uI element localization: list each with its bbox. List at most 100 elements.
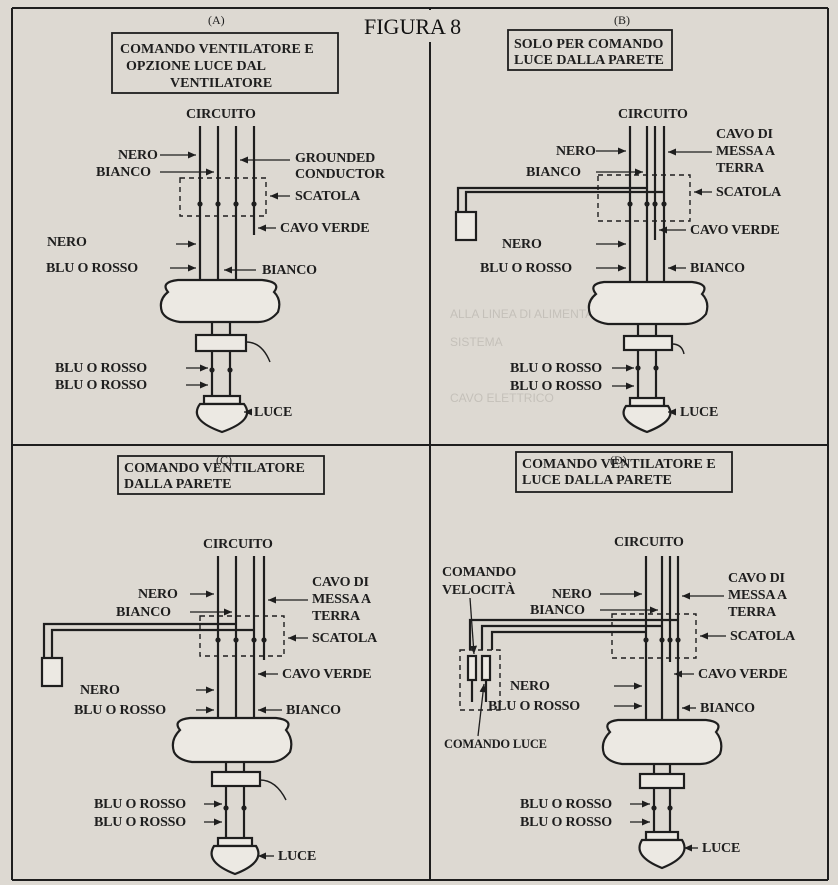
wire-label-black-2: NERO [80,683,120,698]
wire-label-conductor: CONDUCTOR [295,167,386,182]
light-wire-label-2: BLU O ROSSO [510,379,602,394]
speed-control-label-1: COMANDO [442,565,516,580]
light-label: LUCE [702,841,740,856]
panel-a-title-box [111,32,339,94]
ground-cable-line1: CAVO DI [728,571,785,586]
box-label: SCATOLA [716,185,782,200]
light-control-label: COMANDO LUCE [444,737,547,751]
circuit-label: CIRCUITO [618,107,688,122]
wire-label-blue-red: BLU O ROSSO [46,261,138,276]
light-bulb-d [638,838,686,870]
panel-d-letter: (D) [610,453,627,467]
panel-d-title-line1: COMANDO VENTILATORE E [522,457,716,472]
wall-control-box-d [459,649,501,711]
ground-label: CAVO VERDE [280,221,369,236]
panel-d: (D) COMANDO VENTILATORE E LUCE DALLA PAR… [442,451,796,870]
junction-box-d [611,613,697,659]
ground-cable-line2: MESSA A [728,588,788,603]
light-wire-label-1: BLU O ROSSO [510,361,602,376]
bleed-line: SISTEMA [450,335,503,349]
light-wire-label-1: BLU O ROSSO [94,797,186,812]
light-bulb-c [210,844,260,876]
wire-label-white-2: BIANCO [286,703,341,718]
wire-label-blue-red: BLU O ROSSO [480,261,572,276]
bleed-line: CAVO ELETTRICO [450,391,554,405]
wire-label-white: BIANCO [530,603,585,618]
wire-label-black: NERO [556,144,596,159]
junction-box-c [199,615,285,657]
box-label: SCATOLA [730,629,796,644]
wire-label-black-2: NERO [510,679,550,694]
panel-b-title-line2: LUCE DALLA PARETE [514,53,664,68]
light-wire-label-1: BLU O ROSSO [55,361,147,376]
light-wire-label-2: BLU O ROSSO [520,815,612,830]
green-cable-label: CAVO VERDE [690,223,779,238]
panel-d-title-box [515,451,733,493]
box-label: SCATOLA [295,189,361,204]
light-kit-c [210,770,262,788]
wire-label-black: NERO [138,587,178,602]
wall-switch-b [454,210,478,242]
panel-a-title-line3: VENTILATORE [170,76,272,91]
junction-box-a [179,177,267,217]
ground-cable-line1: CAVO DI [716,127,773,142]
green-cable-label: CAVO VERDE [698,667,787,682]
panel-c-title-box [117,455,325,495]
circuit-label: CIRCUITO [203,537,273,552]
light-kit-b [622,334,674,352]
panel-c-title-line2: DALLA PARETE [124,477,231,492]
light-bulb-b [622,404,672,434]
light-wire-label-1: BLU O ROSSO [520,797,612,812]
panel-b-title-line1: SOLO PER COMANDO [514,37,663,52]
wire-label-black-2: NERO [502,237,542,252]
figure-title: FIGURA 8 [364,14,461,39]
panel-b: (B) SOLO PER COMANDO LUCE DALLA PARETE C… [454,13,782,434]
light-control-d [480,654,492,682]
wire-label-white-2: BIANCO [700,701,755,716]
green-cable-label: CAVO VERDE [282,667,371,682]
wire-label-white-2: BIANCO [690,261,745,276]
light-kit-d [638,772,686,790]
wall-switch-c [40,656,64,688]
wire-label-white: BIANCO [96,165,151,180]
junction-box-b [597,174,691,222]
ground-cable-line3: TERRA [716,161,765,176]
wire-label-grounded: GROUNDED [295,151,375,166]
ground-cable-line3: TERRA [312,609,361,624]
panel-c-title-line1: COMANDO VENTILATORE [124,461,305,476]
wire-label-blue-red: BLU O ROSSO [488,699,580,714]
background-bleed-text: ALLA LINEA DI ALIMENTAZIONE SISTEMA CAVO… [450,307,630,405]
panel-a-letter: (A) [208,13,225,27]
box-label: SCATOLA [312,631,378,646]
wire-label-blue-red: BLU O ROSSO [74,703,166,718]
ground-cable-line3: TERRA [728,605,777,620]
panel-a-title-line1: COMANDO VENTILATORE E [120,42,314,57]
wire-label-black-2: NERO [47,235,87,250]
panel-c: (C) COMANDO VENTILATORE DALLA PARETE CIR… [40,453,378,876]
light-kit-switch-a [194,333,248,353]
fan-motor-b [587,280,709,326]
ground-cable-line2: MESSA A [312,592,372,607]
light-bulb-a [195,402,249,434]
ground-cable-line2: MESSA A [716,144,776,159]
light-label: LUCE [254,405,292,420]
title-backdrop [360,10,500,42]
wire-label-white-2: BIANCO [262,263,317,278]
fan-motor-c [171,716,293,764]
speed-control-d [466,654,478,682]
light-wire-label-2: BLU O ROSSO [94,815,186,830]
light-label: LUCE [278,849,316,864]
panel-b-title-box [507,29,673,71]
panel-a: (A) COMANDO VENTILATORE E OPZIONE LUCE D… [46,13,386,434]
wire-label-black: NERO [552,587,592,602]
wire-label-white: BIANCO [116,605,171,620]
fan-motor-a [159,278,281,324]
circuit-label: CIRCUITO [614,535,684,550]
ground-cable-line1: CAVO DI [312,575,369,590]
speed-control-label-2: VELOCITÀ [442,581,516,598]
wire-label-black: NERO [118,148,158,163]
circuit-label: CIRCUITO [186,107,256,122]
bleed-line: ALLA LINEA DI ALIMENTAZIONE [450,307,630,321]
